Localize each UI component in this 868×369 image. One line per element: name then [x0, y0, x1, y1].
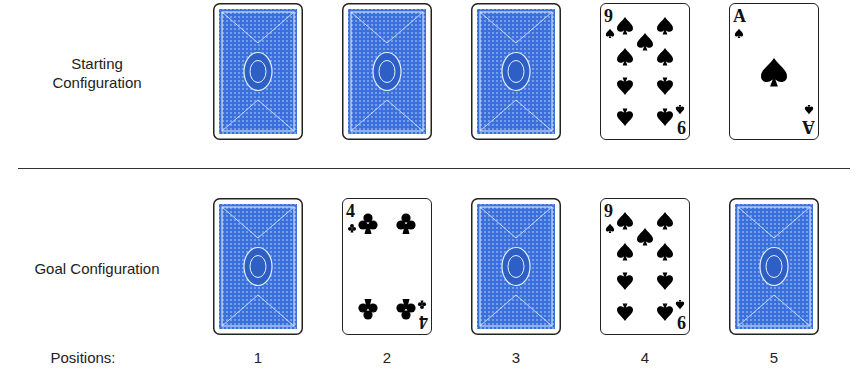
position-number: 2 — [367, 348, 407, 367]
row-label: Starting Configuration — [32, 54, 162, 92]
playing-card: 44 — [342, 198, 432, 335]
axis-title: Positions: — [28, 348, 138, 367]
position-number: 3 — [496, 348, 536, 367]
card-rank: 9 — [677, 118, 686, 136]
playing-card: 99 — [600, 3, 690, 140]
position-number: 5 — [754, 348, 794, 367]
playing-card: AA — [729, 3, 819, 140]
position-number: 1 — [238, 348, 278, 367]
card-rank: 4 — [419, 313, 428, 331]
row-label: Goal Configuration — [32, 259, 162, 278]
divider-line — [18, 168, 850, 169]
playing-card: 99 — [600, 198, 690, 335]
card-rank: 4 — [346, 202, 355, 220]
card-rank: A — [733, 7, 746, 25]
card-rank: A — [802, 118, 815, 136]
card-rank: 9 — [677, 313, 686, 331]
card-rank: 9 — [604, 7, 613, 25]
card-rank: 9 — [604, 202, 613, 220]
position-number: 4 — [625, 348, 665, 367]
